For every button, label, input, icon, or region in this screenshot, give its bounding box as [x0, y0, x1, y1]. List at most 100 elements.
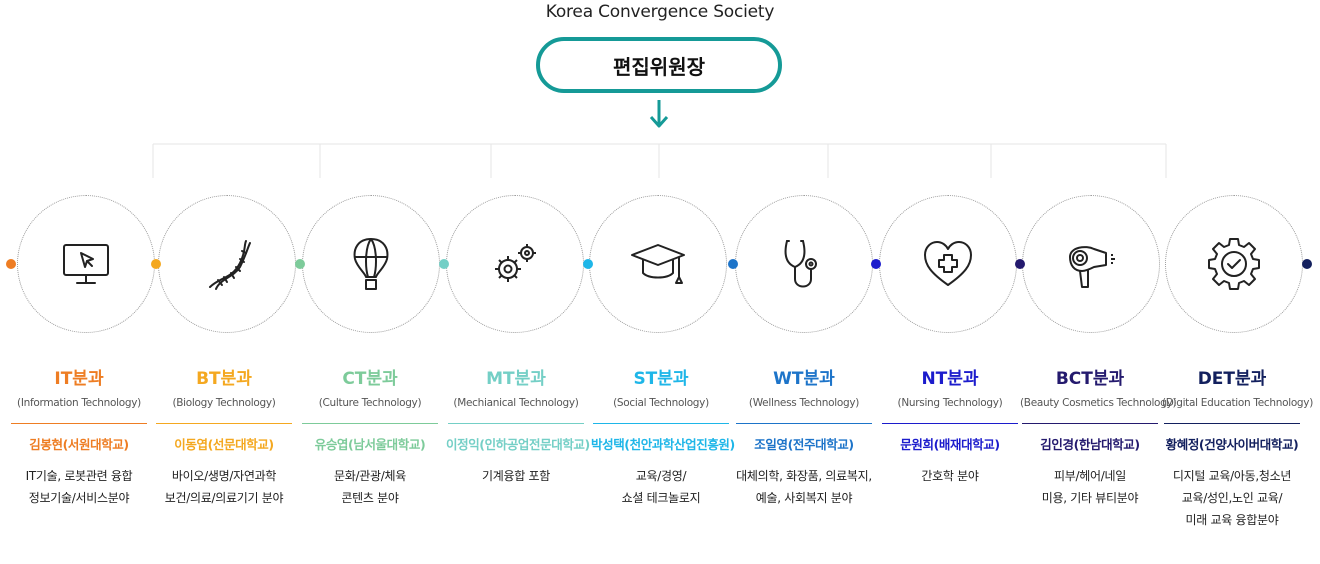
- division-field-line: 예술, 사회복지 분야: [755, 491, 853, 505]
- division-field-line: 바이오/생명/자연과학: [171, 469, 277, 483]
- division-field-line: 기계융합 포함: [482, 469, 550, 483]
- division-fields: 기계융합 포함: [446, 465, 586, 487]
- division-column: BCT분과 (Beauty Cosmetics Technology) 김인경(한남…: [1020, 368, 1177, 509]
- division-dot: [151, 259, 161, 269]
- division-dot: [871, 259, 881, 269]
- division-title: ST분과: [633, 369, 689, 389]
- division-column: DET분과 (Digital Education Technology) 황혜정(건…: [1162, 368, 1314, 531]
- division-field-line: 보건/의료/의료기기 분야: [164, 491, 284, 505]
- editor-in-chief-box: 편집위원장: [536, 37, 782, 93]
- division-column: IT분과 (Information Technology) 김봉현(서원대학교) IT…: [9, 368, 149, 509]
- division-column: CT분과 (Culture Technology) 유승엽(남서울대학교) 문화/관광…: [300, 368, 440, 509]
- division-subtitle: (Information Technology): [17, 397, 141, 409]
- division-field-line: 교육/성인,노인 교육/: [1181, 491, 1283, 505]
- division-title: IT분과: [54, 369, 104, 389]
- division-editor: 박성택(천안과학산업진흥원): [591, 437, 735, 452]
- division-subtitle: (Beauty Cosmetics Technology): [1020, 397, 1177, 409]
- division-divider: [1022, 423, 1158, 424]
- division-subtitle: (Mechianical Technology): [453, 397, 579, 409]
- division-divider: [156, 423, 292, 424]
- division-editor: 황혜정(건양사이버대학교): [1165, 437, 1299, 452]
- division-subtitle: (Wellness Technology): [748, 397, 860, 409]
- division-title: DET분과: [1197, 369, 1267, 389]
- division-divider: [1164, 423, 1300, 424]
- division-editor: 유승엽(남서울대학교): [314, 437, 426, 452]
- division-title: WT분과: [773, 369, 835, 389]
- dna-icon: [209, 240, 251, 290]
- division-circle: [1022, 195, 1160, 333]
- division-subtitle: (Biology Technology): [172, 397, 276, 409]
- division-editor: 이정익(인하공업전문대학교): [446, 437, 590, 452]
- division-fields: 간호학 분야: [880, 465, 1020, 487]
- division-divider: [593, 423, 729, 424]
- division-title: BCT분과: [1055, 369, 1125, 389]
- division-title: BT분과: [196, 369, 252, 389]
- division-editor: 조일영(전주대학교): [754, 437, 854, 452]
- heart-cross-icon: [924, 241, 972, 286]
- organization-name: Korea Convergence Society: [545, 2, 775, 22]
- division-dot: [728, 259, 738, 269]
- division-title: NT분과: [921, 369, 979, 389]
- division-circle: [446, 195, 584, 333]
- division-field-line: 쇼셜 테크놀로지: [621, 491, 701, 505]
- division-field-line: 정보기술/서비스분야: [28, 491, 130, 505]
- division-dot: [6, 259, 16, 269]
- division-subtitle: (Social Technology): [613, 397, 709, 409]
- hair-dryer-icon: [1069, 246, 1115, 288]
- division-fields: 교육/경영/쇼셜 테크놀로지: [591, 465, 731, 509]
- division-title: MT분과: [486, 369, 546, 389]
- division-column: WT분과 (Wellness Technology) 조일영(전주대학교) 대체의학,…: [734, 368, 874, 509]
- graduation-cap-icon: [631, 244, 685, 284]
- division-field-line: 디지털 교육/아동,청소년: [1172, 469, 1292, 483]
- division-column: ST분과 (Social Technology) 박성택(천안과학산업진흥원) 교육/…: [591, 368, 735, 509]
- division-fields: 대체의학, 화장품, 의료복지, 예술, 사회복지 분야: [734, 465, 874, 509]
- division-field-line: 문화/관광/체육: [334, 469, 406, 483]
- down-arrow-icon: [649, 100, 669, 128]
- division-column: BT분과 (Biology Technology) 이동엽(선문대학교) 바이오/생명…: [154, 368, 294, 509]
- division-field-line: IT기술, 로봇관련 융합: [25, 469, 133, 483]
- division-subtitle: (Digital Education Technology): [1162, 397, 1314, 409]
- division-column: NT분과 (Nursing Technology) 문원희(배재대학교) 간호학 분야: [880, 368, 1020, 487]
- division-field-line: 교육/경영/: [635, 469, 687, 483]
- gear-check-icon: [1208, 238, 1260, 290]
- division-field-line: 간호학 분야: [921, 469, 979, 483]
- division-divider: [11, 423, 147, 424]
- division-field-line: 미용, 기타 뷰티분야: [1041, 491, 1139, 505]
- editor-in-chief-label: 편집위원장: [613, 54, 705, 79]
- division-circle: [879, 195, 1017, 333]
- division-editor: 문원희(배재대학교): [900, 437, 1000, 452]
- division-dot: [1302, 259, 1312, 269]
- hot-air-balloon-icon: [353, 238, 389, 290]
- division-field-line: 대체의학, 화장품, 의료복지,: [736, 469, 872, 483]
- division-circle: [158, 195, 296, 333]
- division-circle: [735, 195, 873, 333]
- monitor-cursor-icon: [63, 244, 109, 284]
- division-dot: [439, 259, 449, 269]
- division-divider: [302, 423, 438, 424]
- division-subtitle: (Culture Technology): [318, 397, 422, 409]
- division-field-line: 콘텐츠 분야: [341, 491, 399, 505]
- division-dot: [583, 259, 593, 269]
- division-editor: 이동엽(선문대학교): [174, 437, 274, 452]
- division-editor: 김봉현(서원대학교): [29, 437, 129, 452]
- division-circle: [1165, 195, 1303, 333]
- division-circle: [302, 195, 440, 333]
- division-dot: [1015, 259, 1025, 269]
- division-title: CT분과: [342, 369, 398, 389]
- division-column: MT분과 (Mechianical Technology) 이정익(인하공업전문대학…: [446, 368, 590, 487]
- division-subtitle: (Nursing Technology): [897, 397, 1003, 409]
- division-divider: [882, 423, 1018, 424]
- division-dot: [295, 259, 305, 269]
- division-circle: [589, 195, 727, 333]
- stethoscope-icon: [784, 240, 817, 288]
- gears-icon: [495, 244, 536, 282]
- division-field-line: 피부/헤어/네일: [1054, 469, 1126, 483]
- division-circle: [17, 195, 155, 333]
- division-divider: [448, 423, 584, 424]
- division-editor: 김인경(한남대학교): [1040, 437, 1140, 452]
